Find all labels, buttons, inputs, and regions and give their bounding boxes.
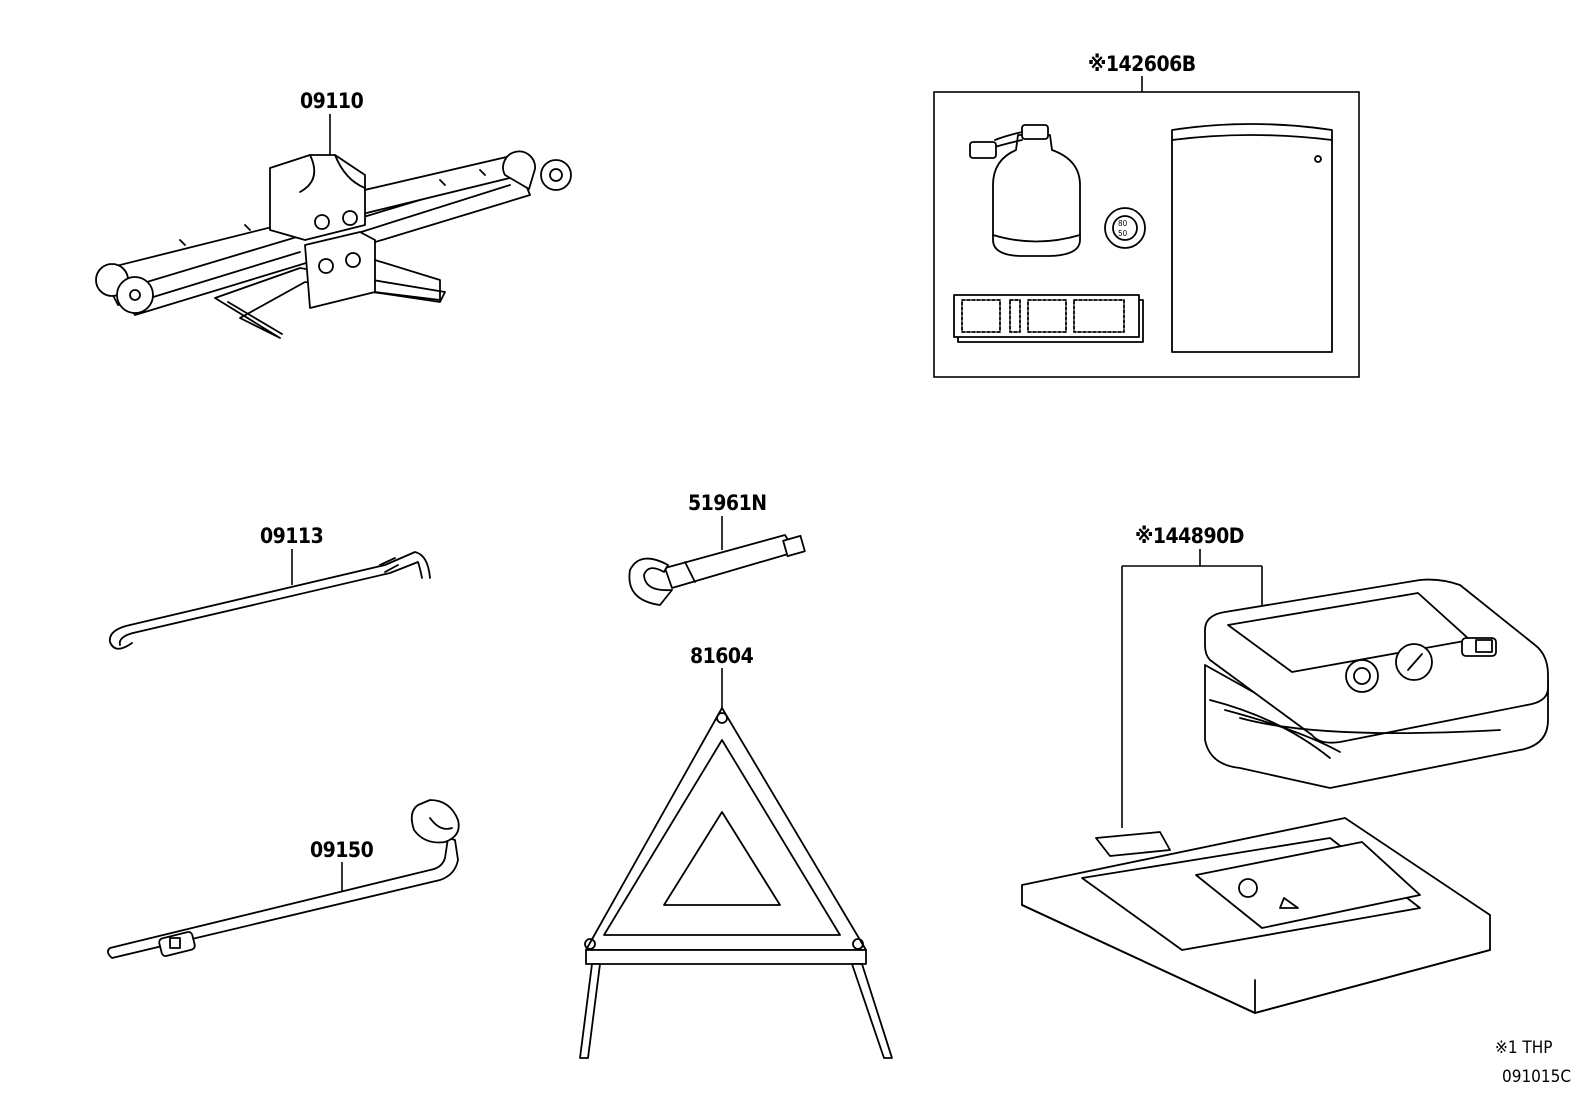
repair-kit-box xyxy=(933,91,1360,378)
footnote-thp: ※1 THP xyxy=(1495,1038,1552,1058)
air-compressor xyxy=(1204,578,1549,789)
label-handle: 09113 xyxy=(260,524,323,548)
warning-labels xyxy=(953,294,1144,343)
label-wrench: 09150 xyxy=(310,838,374,862)
sealant-bottle xyxy=(969,124,1081,257)
lug-wrench: 09150 xyxy=(107,799,460,959)
label-towing-eye: 51961N xyxy=(688,491,767,515)
diagram-code: 091015C xyxy=(1502,1067,1571,1087)
speed-sticker: 80 50 xyxy=(1104,207,1146,249)
scissor-jack: 09110 xyxy=(95,89,572,339)
tire-repair-kit: ※142606B 80 50 xyxy=(933,52,1360,378)
instruction-manual xyxy=(1171,123,1333,353)
label-repair-kit: ※142606B xyxy=(1088,52,1196,76)
sticker-text-top: 80 xyxy=(1118,219,1128,228)
instruction-bag xyxy=(1021,817,1491,1014)
label-compressor-kit: ※144890D xyxy=(1135,524,1244,548)
towing-eye: 51961N xyxy=(628,491,806,606)
compressor-kit: ※144890D xyxy=(1021,524,1549,1014)
label-jack: 09110 xyxy=(300,89,364,113)
warning-triangle: 81604 xyxy=(579,644,893,1059)
jack-handle: 09113 xyxy=(108,524,431,650)
label-warning-triangle: 81604 xyxy=(690,644,754,668)
sticker-text-bottom: 50 xyxy=(1118,229,1128,238)
